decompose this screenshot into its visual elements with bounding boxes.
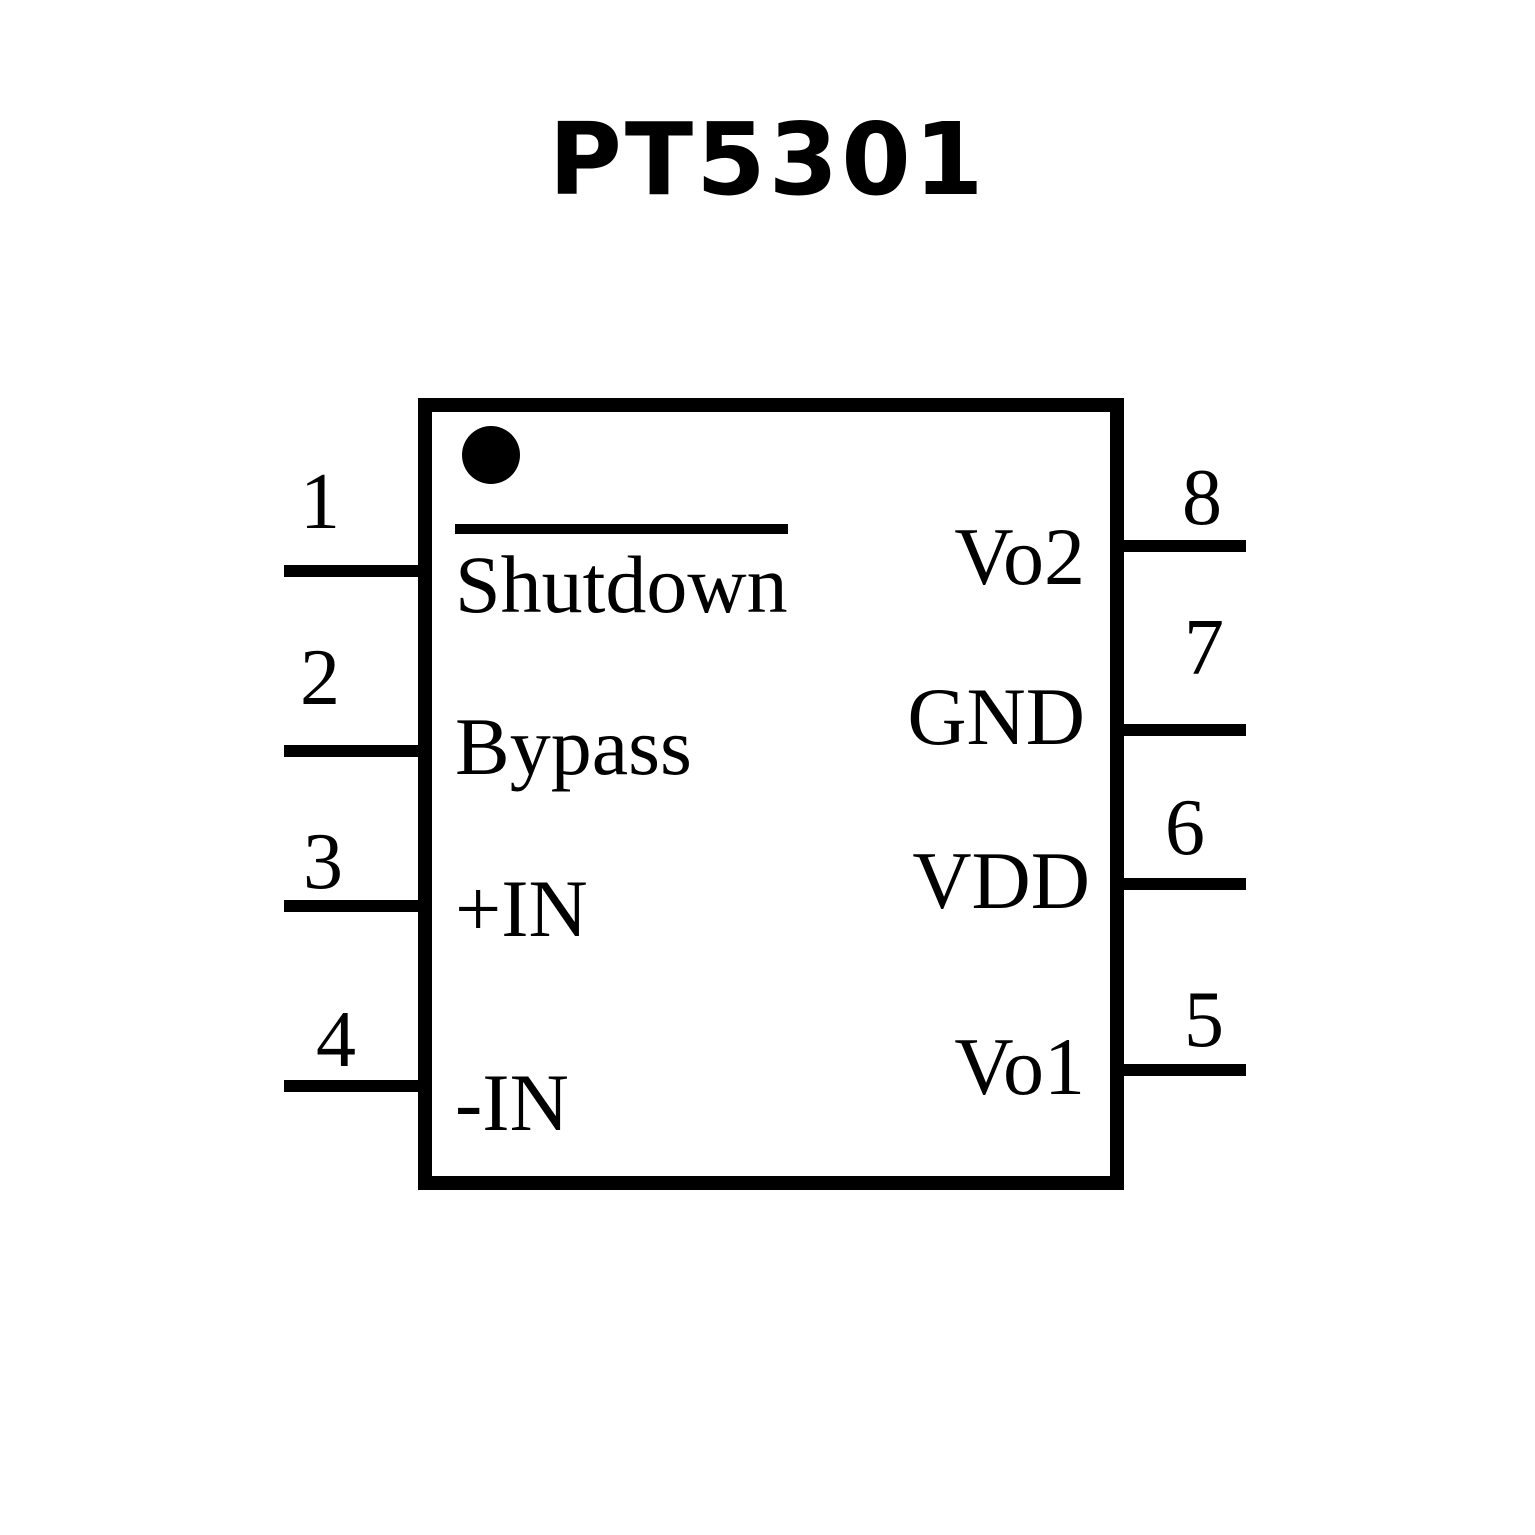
pin-8-number: 8 <box>1182 454 1222 542</box>
pin-3-lead <box>284 900 420 912</box>
pin-4-label-minus-in: -IN <box>455 1057 569 1148</box>
pin-4-number: 4 <box>316 996 356 1084</box>
pin-3-label-plus-in: +IN <box>455 863 588 954</box>
pin-1-label-shutdown: Shutdown <box>455 524 788 626</box>
pin-5-lead <box>1122 1064 1246 1076</box>
pin-6-number: 6 <box>1165 784 1205 872</box>
pin-4-lead <box>284 1080 420 1092</box>
pin-1-lead <box>284 565 420 577</box>
pin-6-lead <box>1122 878 1246 890</box>
pin-6-label-vdd: VDD <box>912 835 1090 926</box>
chip-title: PT5301 <box>548 101 987 218</box>
pin-7-number: 7 <box>1184 604 1224 692</box>
pin-5-number: 5 <box>1184 976 1224 1064</box>
pin-8-label-vo2: Vo2 <box>954 511 1085 602</box>
pin-7-label-gnd: GND <box>907 671 1085 762</box>
pin-8-lead <box>1122 540 1246 552</box>
pin-5-label-vo1: Vo1 <box>954 1021 1085 1112</box>
pin-1-number: 1 <box>300 458 340 546</box>
pin1-indicator-icon <box>462 426 520 484</box>
pin-7-lead <box>1122 724 1246 736</box>
pin-3-number: 3 <box>303 818 343 906</box>
pin-2-label-bypass: Bypass <box>455 701 692 792</box>
pin-2-number: 2 <box>300 634 340 722</box>
pin-2-lead <box>284 745 420 757</box>
